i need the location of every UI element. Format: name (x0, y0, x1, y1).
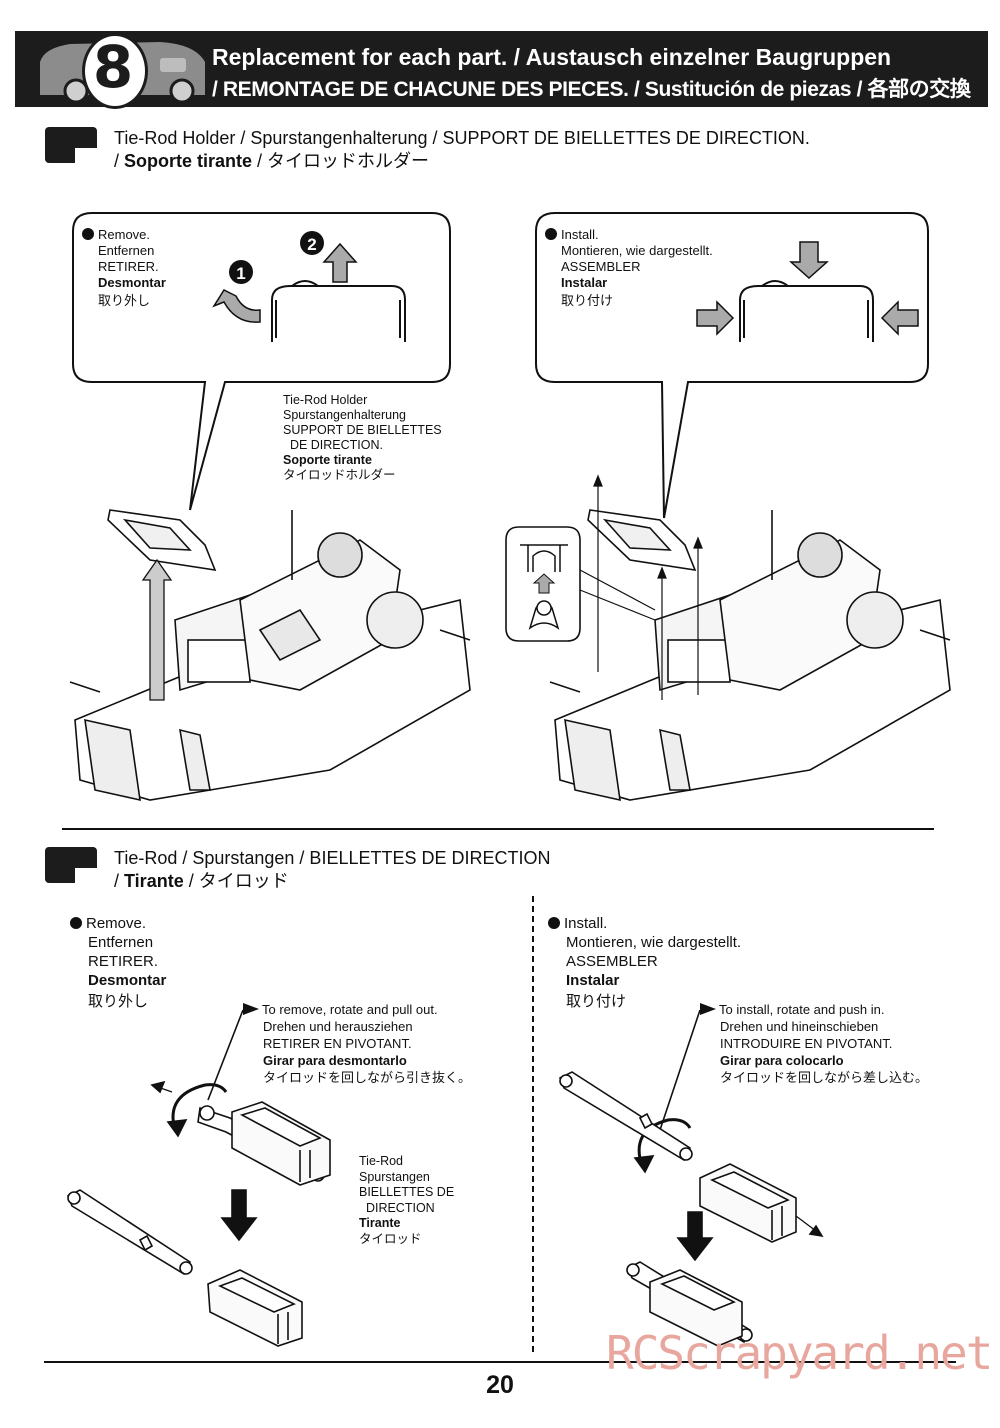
header-title-line1: Replacement for each part. / Austausch e… (212, 44, 892, 70)
section2-title-line1: Tie-Rod / Spurstangen / BIELLETTES DE DI… (114, 848, 551, 868)
svg-text:1: 1 (236, 264, 245, 283)
footer-rule (44, 1361, 956, 1363)
install-note: To install, rotate and push in. Drehen u… (700, 1001, 928, 1086)
dashed-column-divider (532, 896, 534, 1352)
watermark: RCScrapyard.net (606, 1326, 993, 1380)
tie-rod-label: Tie-Rod Spurstangen BIELLETTES DE DIRECT… (359, 1154, 455, 1246)
tie-rod-install-instructions: Install. Montieren, wie dargestellt. ASS… (548, 914, 741, 1011)
chassis-right-drawing (549, 509, 951, 802)
section-divider (62, 828, 934, 830)
rotate-arrow-icon (212, 289, 261, 323)
step-number: 8 (92, 33, 134, 101)
bullet-icon (545, 228, 557, 240)
install-line-es: Instalar (561, 275, 608, 290)
remove-line-2: Entfernen (98, 243, 155, 258)
install-line-jp: 取り付け (561, 293, 614, 308)
tie-rod-holder-label: Tie-Rod Holder Spurstangenhalterung SUPP… (283, 393, 442, 482)
page-number: 20 (486, 1371, 514, 1399)
pointer-icon (700, 1003, 716, 1015)
up-arrow-icon (322, 242, 358, 283)
bullet-icon (548, 917, 560, 929)
svg-text:2: 2 (307, 235, 316, 254)
section1-title-line1: Tie-Rod Holder / Spurstangenhalterung / … (114, 128, 810, 148)
install-line-1: Install. (561, 227, 599, 242)
bullet-icon (70, 917, 82, 929)
chassis-left-drawing (69, 509, 471, 802)
step-number-circle (82, 33, 148, 109)
install-line-3: ASSEMBLER (561, 259, 641, 274)
pointer-icon (243, 1003, 259, 1015)
header-title-line2: / REMONTAGE DE CHACUNE DES PIECES. / Sus… (212, 78, 971, 101)
remove-note: To remove, rotate and pull out. Drehen u… (243, 1001, 471, 1086)
section2-title: Tie-Rod / Spurstangen / BIELLETTES DE DI… (114, 847, 550, 893)
remove-line-es: Desmontar (98, 275, 166, 290)
lift-arrow-icon (141, 558, 173, 701)
step2-badge (300, 231, 324, 255)
install-callout-box (535, 212, 929, 519)
remove-instructions: Remove. Entfernen RETIRER. Desmontar 取り外… (82, 227, 166, 309)
section1-title-line2: / Soporte tirante / タイロッドホルダー (114, 151, 430, 171)
step1-badge (229, 260, 253, 284)
remove-callout-box (72, 212, 451, 511)
remove-line-jp: 取り外し (98, 293, 151, 308)
left-arrow-icon (880, 300, 919, 336)
down-arrow-icon (789, 241, 829, 280)
section2-title-line2: / Tirante / タイロッド (114, 871, 289, 891)
remove-line-1: Remove. (98, 227, 151, 242)
install-line-2: Montieren, wie dargestellt. (561, 243, 713, 258)
tie-rod-remove-instructions: Remove. Entfernen RETIRER. Desmontar 取り外… (70, 914, 166, 1011)
bullet-icon (82, 228, 94, 240)
install-instructions: Install. Montieren, wie dargestellt. ASS… (545, 227, 713, 309)
right-arrow-icon (696, 300, 735, 336)
remove-line-3: RETIRER. (98, 259, 159, 274)
section1-title: Tie-Rod Holder / Spurstangenhalterung / … (114, 127, 810, 173)
